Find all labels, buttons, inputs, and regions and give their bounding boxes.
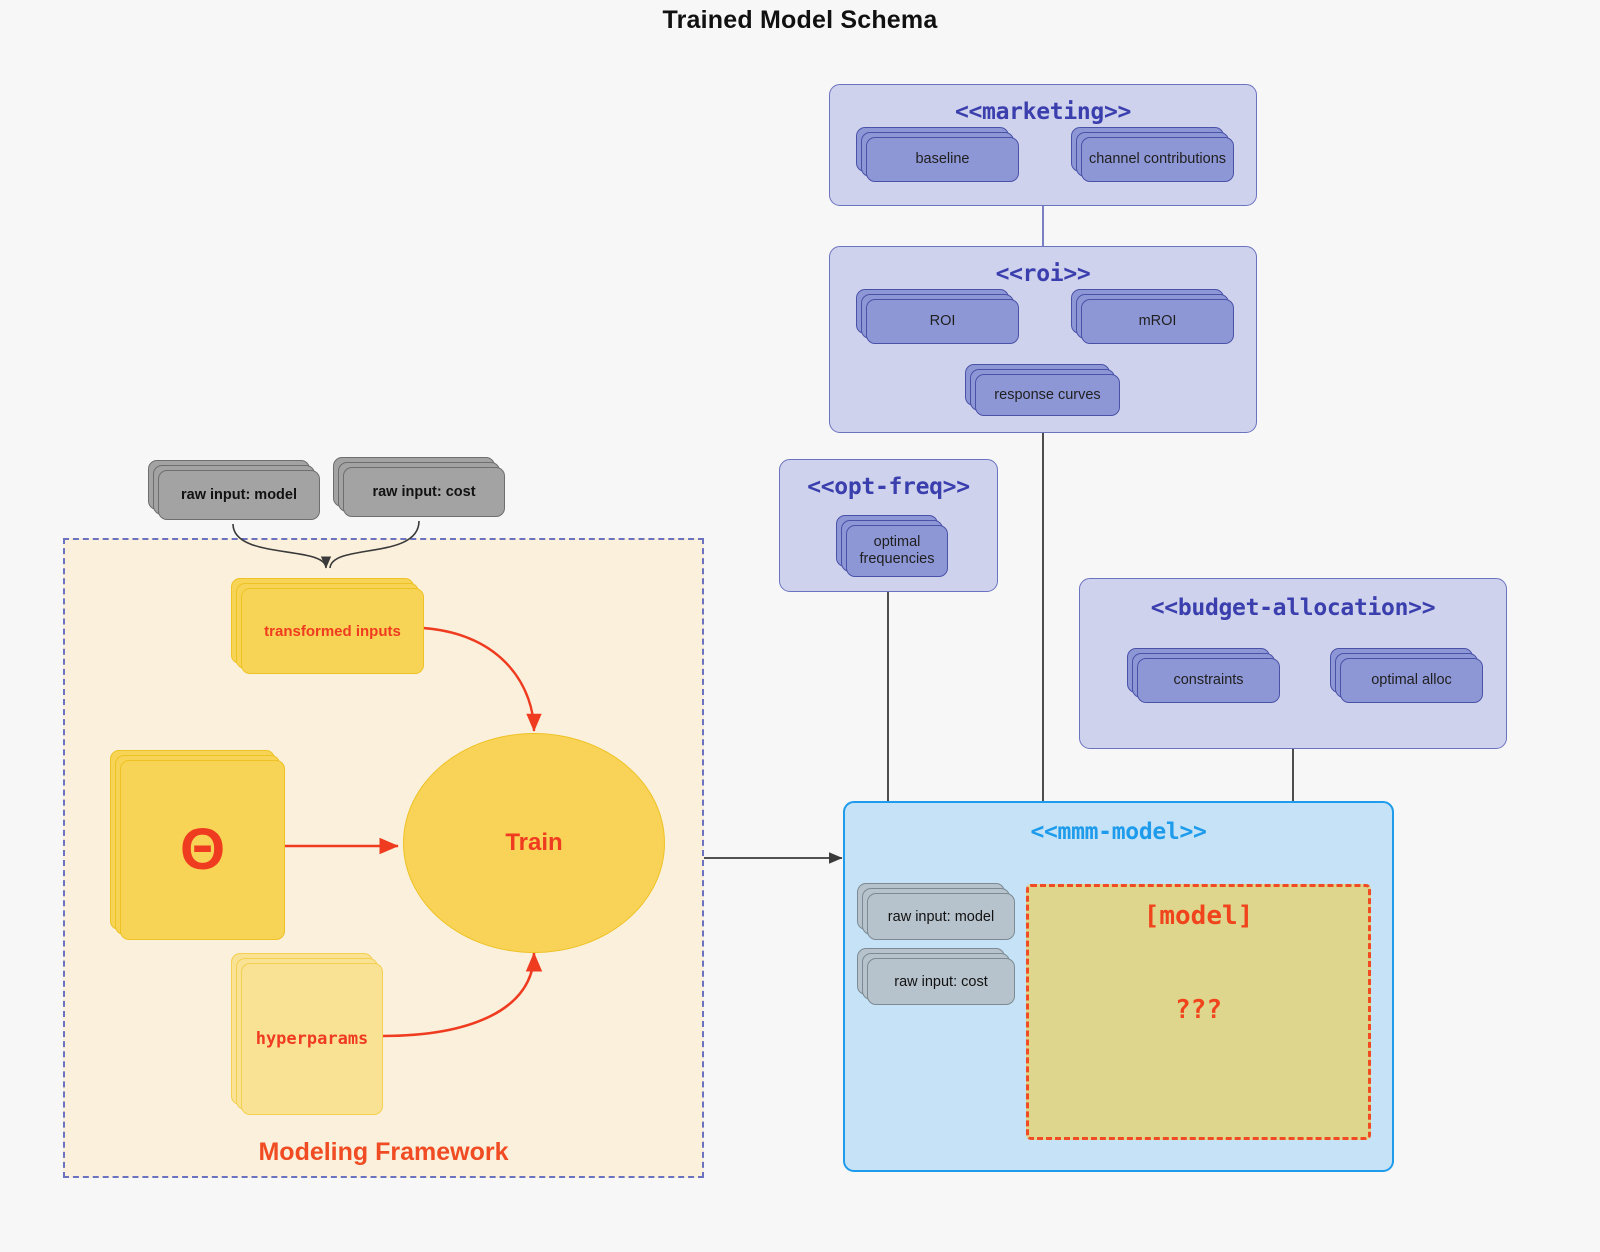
node-constraints[interactable]: constraints [1127, 648, 1280, 703]
node-roi-label: ROI [866, 299, 1019, 344]
node-optimal-alloc[interactable]: optimal alloc [1330, 648, 1483, 703]
node-mmm-raw-input-model-label: raw input: model [867, 893, 1015, 940]
artifact-hyperparams[interactable]: hyperparams [231, 953, 383, 1115]
node-optimal-frequencies-line2: frequencies [859, 551, 935, 567]
node-mroi-label: mROI [1081, 299, 1234, 344]
node-roi[interactable]: ROI [856, 289, 1019, 344]
node-channel-contributions-label: channel contributions [1081, 137, 1234, 182]
page-title: Trained Model Schema [662, 6, 938, 34]
artifact-theta-label: Θ [120, 760, 285, 940]
package-roi-title: <<roi>> [995, 261, 1091, 287]
node-response-curves[interactable]: response curves [965, 364, 1120, 416]
raw-input-model[interactable]: raw input: model [148, 460, 320, 520]
process-train[interactable]: Train [403, 733, 665, 953]
model-region-unknown: ??? [1175, 995, 1222, 1025]
theta-glyph: Θ [179, 817, 226, 882]
package-mmm-model-title: <<mmm-model>> [1030, 819, 1207, 845]
model-region[interactable]: [model] ??? [1026, 884, 1371, 1140]
artifact-transformed-inputs-label: transformed inputs [241, 588, 424, 674]
node-optimal-frequencies[interactable]: optimal frequencies [836, 515, 948, 577]
node-mmm-raw-input-cost-label: raw input: cost [867, 958, 1015, 1005]
node-optimal-frequencies-label: optimal frequencies [846, 525, 948, 577]
model-region-label: [model] [1143, 901, 1254, 931]
node-mmm-raw-input-cost[interactable]: raw input: cost [857, 948, 1015, 1005]
node-optimal-frequencies-line1: optimal [873, 534, 921, 551]
package-marketing-title: <<marketing>> [954, 99, 1132, 125]
node-optimal-alloc-label: optimal alloc [1340, 658, 1483, 703]
node-mmm-raw-input-model[interactable]: raw input: model [857, 883, 1015, 940]
node-baseline[interactable]: baseline [856, 127, 1019, 182]
artifact-hyperparams-label: hyperparams [241, 963, 383, 1115]
raw-input-cost[interactable]: raw input: cost [333, 457, 505, 517]
raw-input-model-label: raw input: model [158, 470, 320, 520]
node-response-curves-label: response curves [975, 374, 1120, 416]
framework-label: Modeling Framework [258, 1138, 509, 1166]
package-opt-freq-title: <<opt-freq>> [807, 474, 970, 500]
artifact-theta[interactable]: Θ [110, 750, 285, 940]
node-channel-contributions[interactable]: channel contributions [1071, 127, 1234, 182]
node-mroi[interactable]: mROI [1071, 289, 1234, 344]
node-constraints-label: constraints [1137, 658, 1280, 703]
node-baseline-label: baseline [866, 137, 1019, 182]
raw-input-cost-label: raw input: cost [343, 467, 505, 517]
artifact-transformed-inputs[interactable]: transformed inputs [231, 578, 424, 674]
package-budget-allocation-title: <<budget-allocation>> [1150, 595, 1436, 621]
process-train-label: Train [505, 829, 563, 856]
